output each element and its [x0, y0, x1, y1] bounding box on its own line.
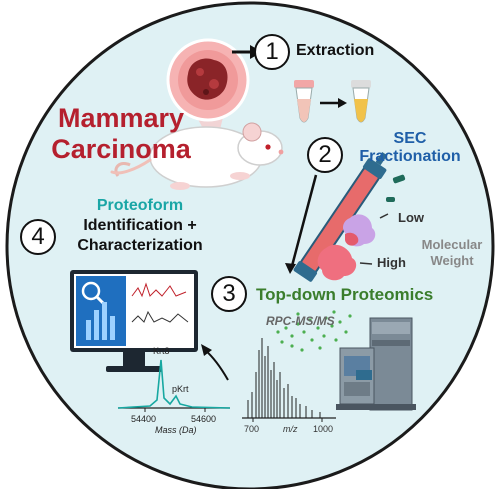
ms-tick-1000: 1000 — [313, 424, 334, 434]
pointer-low — [379, 213, 389, 219]
step-2-label-line-2: Fractionation — [359, 148, 461, 166]
low-mw-label: Low — [398, 210, 424, 225]
page-title: Mammary Carcinoma — [48, 103, 194, 165]
step-4-label: Proteoform Identification + Characteriza… — [60, 196, 220, 256]
step-3-number: 3 — [222, 280, 236, 307]
tube-pink-icon — [294, 80, 314, 123]
mw-label-line-2: Weight — [430, 252, 474, 268]
protein-high-mw-icon — [317, 232, 359, 281]
step-1-label: Extraction — [296, 42, 375, 59]
step-2-badge: 2 — [307, 137, 343, 173]
step-4-highlight: Proteoform — [96, 197, 184, 214]
decon-xlabel: Mass (Da) — [155, 425, 197, 435]
molecular-weight-label: Molecular Weight — [417, 237, 487, 268]
tumor-tissue-icon — [166, 38, 250, 150]
decon-tick-54600: 54600 — [191, 414, 217, 424]
ms-title: RPC-MS/MS — [266, 314, 335, 328]
peak-minor-label: pKrt — [172, 384, 189, 394]
arrow-to-tdp — [290, 174, 318, 267]
monitor-icon — [70, 270, 198, 372]
mass-spectrometer-icon — [336, 317, 416, 411]
title-line-1: Mammary — [57, 103, 185, 133]
mouse-icon — [110, 122, 284, 190]
step-4-label-line-1: Identification + — [83, 217, 197, 234]
peak-main-label: Krt8 — [153, 346, 170, 356]
ms-spectrum — [242, 338, 336, 422]
step-3-badge: 3 — [211, 276, 247, 312]
mw-label-line-1: Molecular — [421, 237, 483, 252]
ms-tick-700: 700 — [244, 424, 260, 434]
step-4-number: 4 — [31, 223, 45, 250]
step-2-label: SEC Fractionation — [352, 130, 468, 167]
step-2-label-line-1: SEC — [393, 130, 427, 147]
pointer-high — [359, 262, 373, 265]
step-1-badge: 1 — [254, 34, 290, 70]
title-line-2: Carcinoma — [51, 134, 191, 165]
step-2-number: 2 — [318, 141, 332, 168]
high-mw-label: High — [377, 255, 406, 270]
ms-xlabel: m/z — [283, 424, 298, 434]
step-1-number: 1 — [265, 38, 279, 65]
ion-spray — [276, 310, 352, 352]
decon-tick-54400: 54400 — [131, 414, 157, 424]
step-3-label: Top-down Proteomics — [256, 285, 434, 304]
deconvoluted-spectrum — [117, 359, 231, 412]
tube-yellow-icon — [351, 80, 371, 123]
step-4-label-line-2: Characterization — [77, 237, 203, 254]
step-4-badge: 4 — [20, 219, 56, 255]
